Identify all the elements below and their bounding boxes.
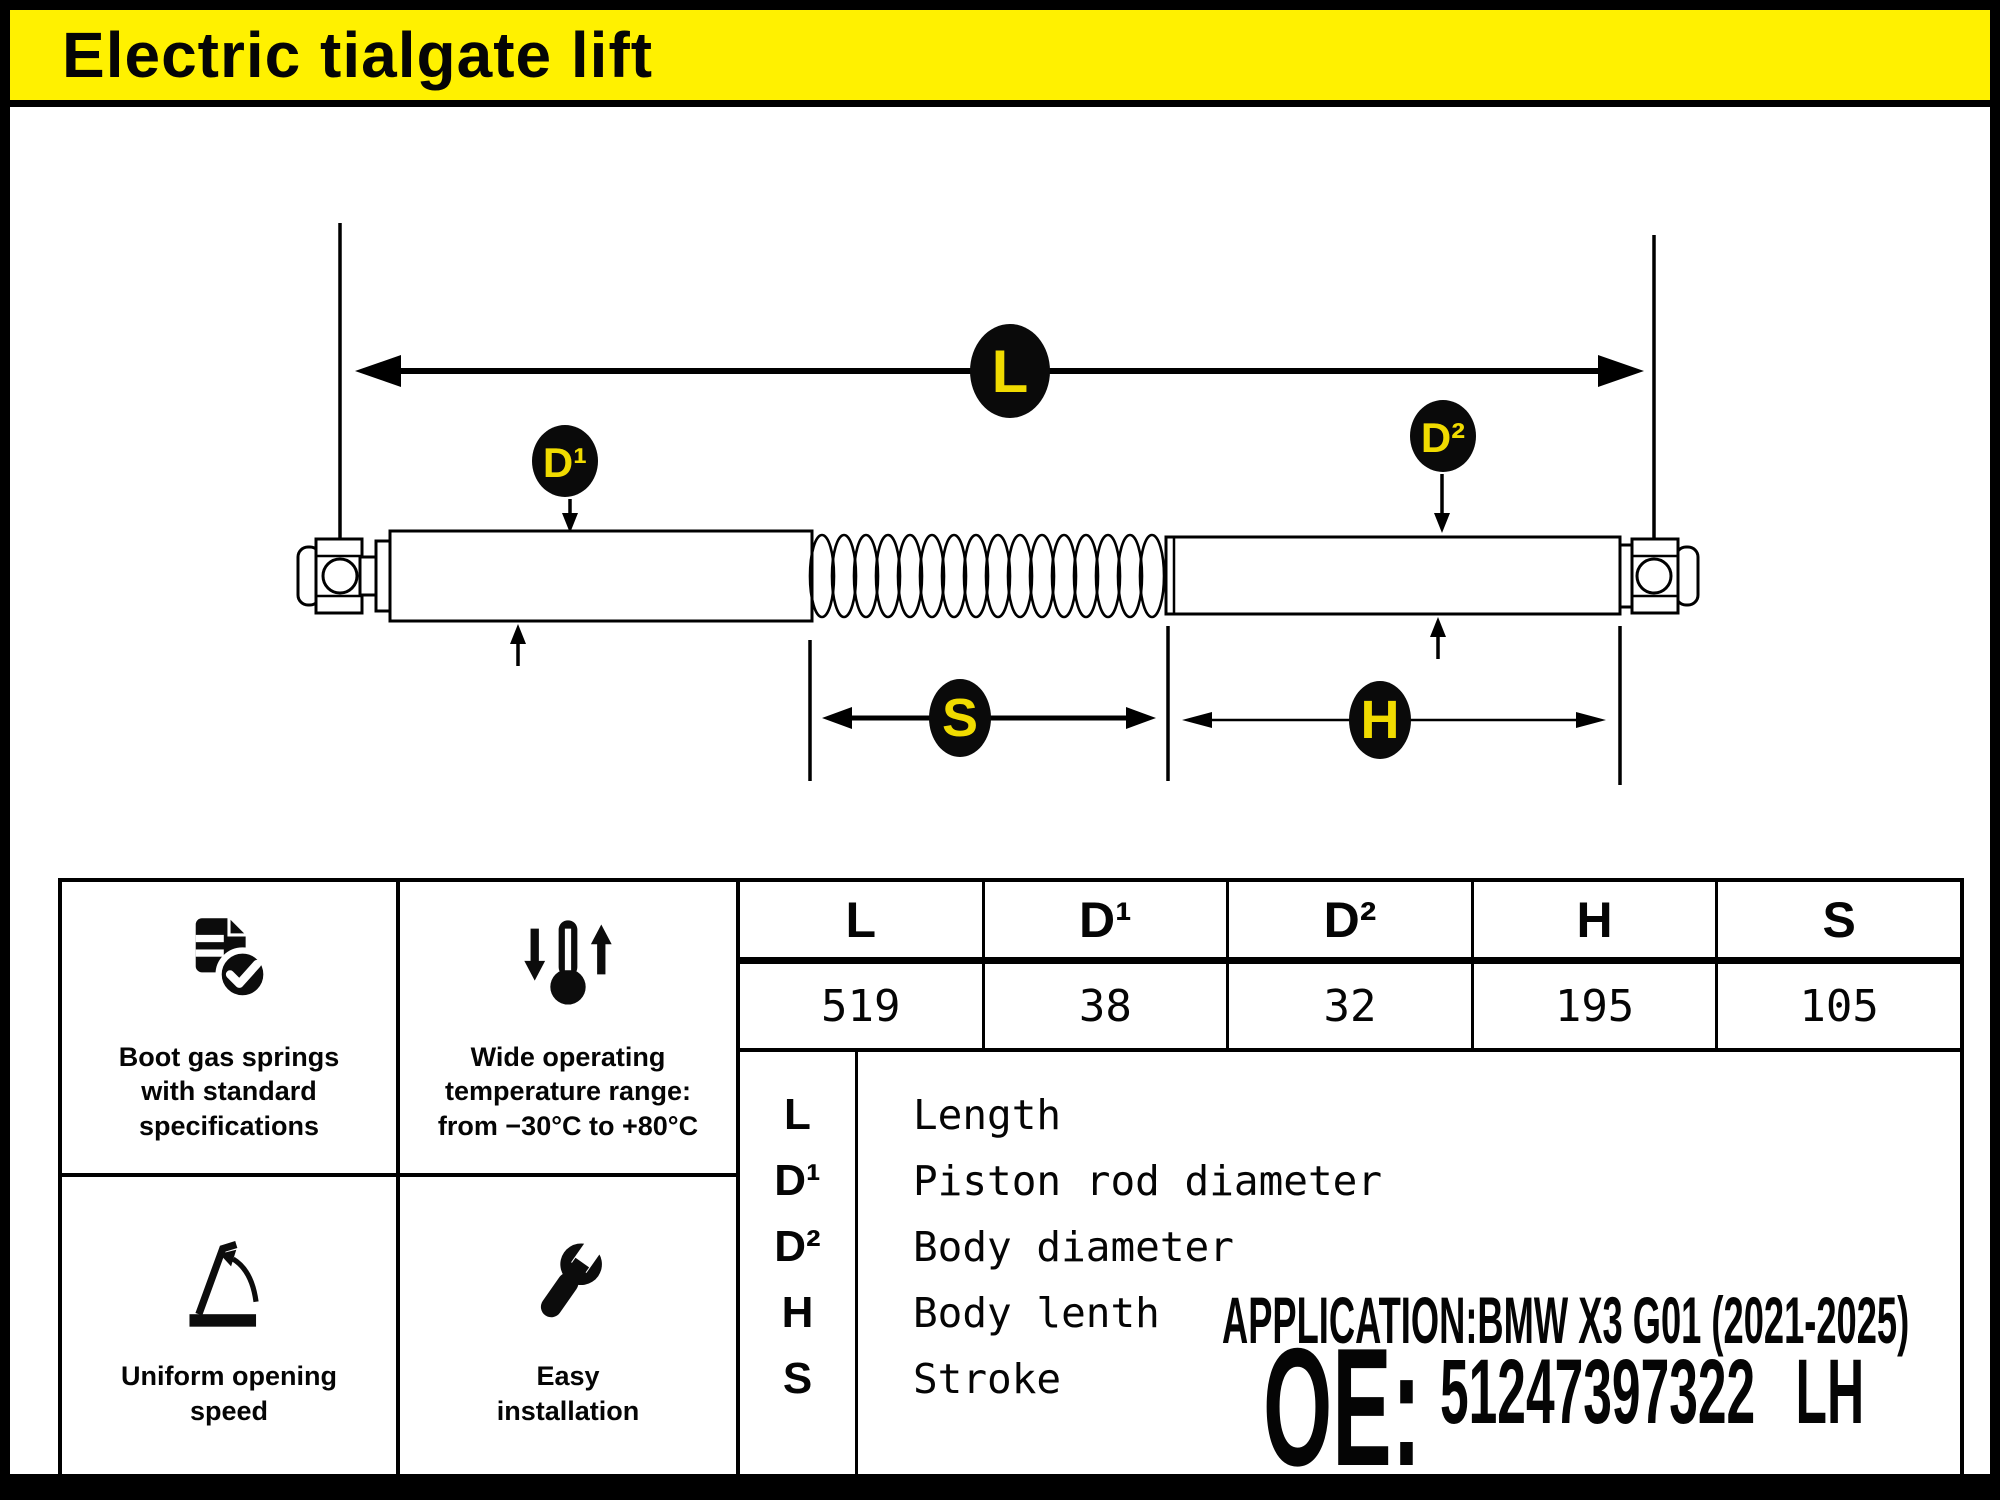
spec-panel: Boot gas springs with standard specifica…: [58, 878, 1964, 1474]
s-arrow-left-icon: [822, 707, 852, 729]
spec-value: 32: [1226, 964, 1471, 1048]
feature-column-2: Wide operating temperature range: from −…: [400, 882, 740, 1474]
d2-top-arrow-icon: [1434, 513, 1450, 533]
gas-strut: [296, 529, 1700, 623]
d2-bottom-arrow-icon: [1430, 617, 1446, 637]
tailgate-angle-icon: [189, 1240, 259, 1327]
d1-top-arrow-icon: [562, 513, 578, 533]
spec-header: S: [1715, 882, 1960, 957]
oe-number-row: 51247397322 LH: [1440, 1340, 1864, 1445]
feature-boot-gas-springs: Boot gas springs with standard specifica…: [62, 882, 396, 1177]
h-arrow-left-icon: [1182, 712, 1212, 728]
s-arrow-right-icon: [1126, 707, 1156, 729]
d1-bottom-arrow-icon: [510, 624, 526, 644]
h-arrow-right-icon: [1576, 712, 1606, 728]
legend-symbol: L: [784, 1090, 811, 1139]
spec-header: D²: [1226, 882, 1471, 957]
wrench-icon: [540, 1236, 605, 1318]
legend: L D¹ D² H S Length Piston rod diameter B…: [740, 1052, 1960, 1474]
gas-strut-diagram: L D¹ D²: [296, 223, 1700, 785]
oe-label: OE:: [1263, 1313, 1422, 1500]
document-check-icon: [195, 916, 270, 1002]
l-label: L: [992, 338, 1029, 405]
h-label: H: [1361, 690, 1400, 750]
legend-description: Length: [913, 1091, 1062, 1139]
spec-header: H: [1470, 882, 1716, 957]
thermometer-range-icon: [524, 919, 612, 1005]
legend-description: Piston rod diameter: [913, 1157, 1382, 1205]
application-note: APPLICATION:BMW X3 G01 (2021-2025): [1222, 1282, 1909, 1358]
legend-description: Body diameter: [913, 1223, 1234, 1271]
feature-caption: Boot gas springs with standard specifica…: [118, 1041, 340, 1141]
spec-table-area: L D¹ D² H S 519 38 32 195 105 L D¹ D² H …: [740, 882, 1960, 1474]
legend-symbol-column: L D¹ D² H S: [740, 1052, 858, 1474]
legend-description: Body lenth: [913, 1289, 1160, 1337]
feature-uniform-opening-speed: Uniform opening speed: [62, 1177, 396, 1474]
right-ball-socket: [1635, 557, 1673, 595]
feature-caption: Wide operating temperature range: from −…: [437, 1041, 699, 1141]
feature-easy-installation: Easy installation: [400, 1177, 736, 1474]
spec-value: 195: [1470, 964, 1716, 1048]
legend-symbol: H: [781, 1288, 814, 1337]
left-end-fitting: [296, 537, 378, 615]
title-banner: Electric tialgate lift: [10, 10, 1990, 107]
legend-symbol: D¹: [774, 1156, 821, 1205]
left-collar: [374, 539, 392, 613]
s-label-badge: [929, 679, 991, 757]
right-end-fitting: [1618, 537, 1700, 615]
spec-header: D¹: [981, 882, 1227, 957]
d1-label: D¹: [543, 439, 587, 486]
spec-value: 38: [981, 964, 1227, 1048]
body-cylinder: [1164, 535, 1622, 616]
legend-description-column: Length Piston rod diameter Body diameter…: [858, 1052, 1960, 1474]
spec-value: 105: [1715, 964, 1960, 1048]
spec-table-values-row: 519 38 32 195 105: [740, 964, 1960, 1052]
h-dimension: H: [1182, 626, 1622, 785]
s-dimension: S: [808, 626, 1170, 781]
d1-label-badge: [532, 425, 598, 497]
legend-symbol: S: [782, 1354, 813, 1403]
spec-value: 519: [821, 980, 901, 1032]
piston-rod-cylinder: [388, 529, 814, 623]
coil-spring: [808, 533, 1166, 619]
l-label-badge: [970, 324, 1050, 418]
d1-dimension: D¹: [510, 425, 598, 666]
feature-temperature-range: Wide operating temperature range: from −…: [400, 882, 736, 1177]
oe-number: 51247397322: [1440, 1341, 1756, 1443]
feature-caption: Easy installation: [496, 1360, 640, 1426]
d2-dimension: D²: [1410, 400, 1476, 659]
left-ball-socket: [321, 557, 359, 595]
arrowhead-left-icon: [355, 355, 401, 387]
oe-side: LH: [1795, 1341, 1865, 1443]
s-label: S: [942, 688, 978, 748]
page-title: Electric tialgate lift: [62, 19, 654, 91]
d2-label: D²: [1421, 414, 1465, 461]
arrowhead-right-icon: [1598, 355, 1644, 387]
l-dimension: L: [355, 324, 1644, 418]
application-text: APPLICATION:BMW X3 G01 (2021-2025): [1222, 1283, 1910, 1357]
spec-header: L: [845, 891, 877, 948]
d2-label-badge: [1410, 400, 1476, 472]
h-label-badge: [1349, 681, 1411, 759]
spec-table-header-row: L D¹ D² H S: [740, 882, 1960, 964]
feature-column-1: Boot gas springs with standard specifica…: [62, 882, 400, 1474]
feature-caption: Uniform opening speed: [121, 1360, 337, 1426]
legend-description: Stroke: [913, 1355, 1062, 1403]
legend-symbol: D²: [774, 1222, 821, 1271]
